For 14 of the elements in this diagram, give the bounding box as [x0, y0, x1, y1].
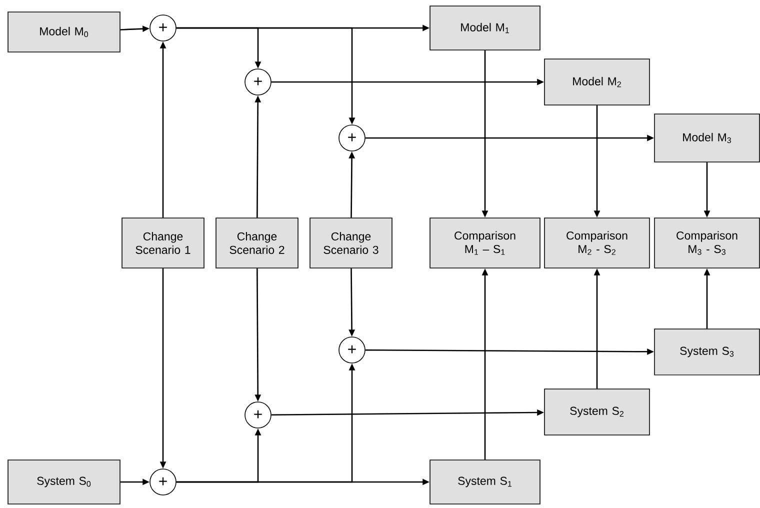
process-box: Model M$_{1}$ [430, 6, 540, 50]
process-box: System S$_{2}$ [544, 388, 650, 436]
process-box: Model M$_{0}$ [8, 12, 120, 52]
process-box: Change Scenario 1 [122, 218, 204, 268]
process-box: Model M$_{2}$ [544, 58, 650, 106]
process-box: Change Scenario 2 [216, 218, 298, 268]
process-box: System S$_{0}$ [8, 460, 120, 504]
process-box: System S$_{3}$ [654, 328, 760, 376]
process-box: Change Scenario 3 [310, 218, 392, 268]
process-box: Comparison M$_{2}$ - S$_{2}$ [544, 218, 650, 268]
process-box: System S$_{1}$ [430, 460, 540, 504]
process-box: Model M$_{3}$ [654, 114, 760, 162]
process-box: Comparison M$_{1}$ – S$_{1}$ [430, 218, 540, 268]
process-box: Comparison M$_{3}$ - S$_{3}$ [654, 218, 760, 268]
